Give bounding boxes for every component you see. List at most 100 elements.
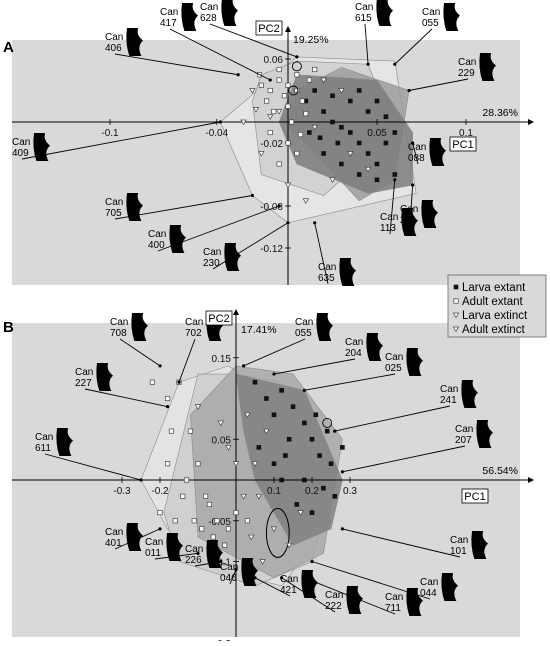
legend-label: Larva extinct [462,310,528,322]
specimen-label: 705 [105,208,122,219]
data-point [339,124,344,130]
x-axis-arrow [528,477,534,483]
x-tick-label: 0.1 [459,128,473,139]
y-tick-label: -0.05 [208,517,231,528]
panel-label: A [3,39,14,56]
data-point [271,461,277,467]
data-point [297,510,304,516]
callout-line [364,23,369,65]
data-point [165,461,171,467]
data-point [294,72,300,78]
callout-line [254,577,291,597]
specimen-label: 409 [12,148,29,159]
specimen-label: Can [200,2,218,13]
callout-line [194,561,221,567]
specimen-label: 204 [345,348,362,359]
callout-line [408,78,469,91]
callout-line [169,28,271,81]
specimen-label: Can [185,544,203,555]
specimen-label: 400 [148,240,165,251]
data-point [157,510,163,516]
callout-line [314,222,329,285]
data-point [256,445,262,450]
callout-end [250,193,254,198]
data-point [199,526,205,532]
x-tick-label: 0.3 [343,486,357,497]
data-point [275,109,283,115]
data-point [317,453,322,458]
data-point [279,388,284,393]
specimen-silhouette-icon [56,428,73,456]
data-point [276,66,282,73]
data-point [392,172,398,177]
data-point [271,108,277,115]
data-point [339,161,344,167]
data-point [264,396,269,401]
x-tick-label: -0.3 [113,486,131,497]
data-point [317,135,323,141]
y-variance: 17.41% [241,324,277,336]
data-point [307,130,312,135]
legend-marker [452,312,460,319]
specimen-silhouette-icon [376,0,393,26]
callout-line [21,121,221,160]
y-tick-label: 0.15 [212,354,232,365]
specimen-silhouette-icon [401,208,418,236]
data-point [225,526,231,532]
data-point [187,428,193,434]
data-point [214,518,220,524]
x-tick-label: 0.1 [267,486,281,497]
data-point [285,103,291,109]
y-variance: 19.25% [293,34,329,46]
specimen-label: Can [422,7,440,18]
data-point [232,461,240,468]
specimen-label: 207 [455,435,472,446]
circled-point [322,418,333,428]
specimen-label: 025 [385,363,402,374]
data-point [302,477,307,483]
specimen-silhouette-icon [461,380,478,408]
specimen-label: Can [75,367,93,378]
specimen-label: 011 [145,548,161,559]
data-point [259,559,266,565]
callout-end [158,527,162,531]
callout-line [273,358,356,375]
data-point [374,98,380,104]
data-point [321,485,326,491]
callout-end [313,221,317,225]
callout-line [114,528,161,550]
specimen-label: 421 [280,585,297,596]
callout-line [304,577,396,615]
specimen-silhouette-icon [126,28,143,56]
callout-end [234,568,238,572]
data-point [258,82,264,88]
specimen-label: 222 [325,601,342,612]
data-point [210,534,216,540]
data-point [244,518,250,524]
data-point [392,130,398,135]
callout-end [236,73,240,77]
callout-end [286,221,290,225]
specimen-silhouette-icon [131,313,148,341]
data-point [347,98,353,104]
specimen-label: Can [185,317,203,328]
callout-end [253,576,257,580]
data-point [286,542,293,549]
x-tick-label: -0.1 [101,128,119,139]
legend-marker [452,326,460,333]
specimen-label: 615 [355,13,372,24]
specimen-silhouette-icon [421,200,438,228]
data-point [165,395,171,402]
callout-end [242,364,246,368]
data-point [330,93,335,99]
data-point [279,477,284,483]
data-point [252,379,258,385]
series-larva-extant [303,88,398,183]
callout-end [310,559,314,564]
callout-line [394,28,433,65]
data-point [335,140,341,146]
x-axis-label: PC1 [452,139,473,151]
specimen-silhouette-icon [366,333,383,361]
